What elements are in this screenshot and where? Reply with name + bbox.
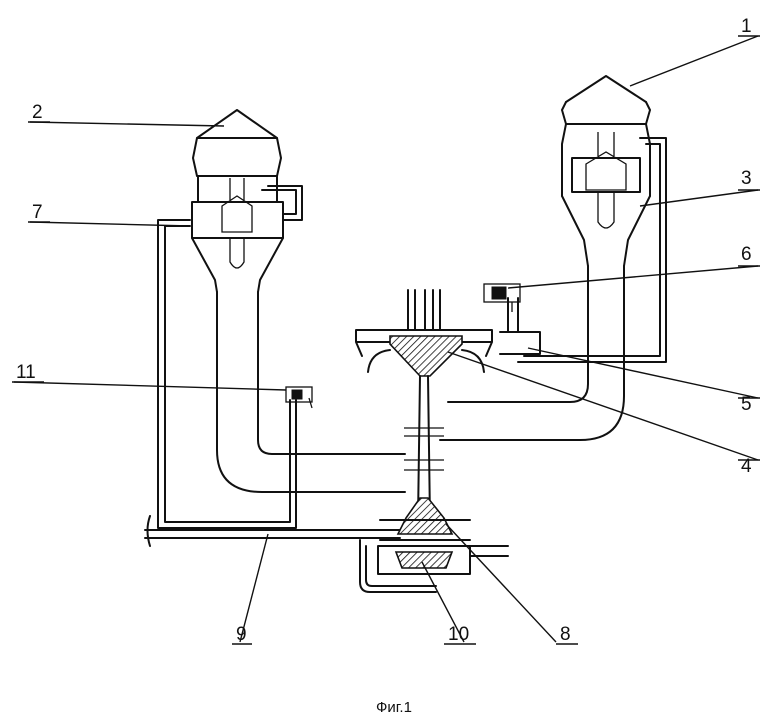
right-hood bbox=[562, 102, 650, 124]
figure-caption: Фиг.1 bbox=[376, 699, 412, 716]
label-9: 9 bbox=[236, 624, 247, 645]
label-4: 4 bbox=[741, 456, 752, 477]
line-9 bbox=[158, 220, 296, 528]
right-roof bbox=[566, 76, 646, 102]
main-pipe-9 bbox=[145, 516, 400, 546]
right-housing bbox=[562, 124, 650, 196]
label-5: 5 bbox=[741, 394, 752, 415]
left-stack bbox=[217, 292, 405, 492]
label-10: 10 bbox=[448, 624, 469, 645]
label-3: 3 bbox=[741, 168, 752, 189]
valve-6 bbox=[484, 284, 520, 312]
left-turbine bbox=[222, 178, 252, 268]
right-turbine bbox=[586, 132, 626, 228]
right-unit bbox=[440, 76, 666, 440]
label-6: 6 bbox=[741, 244, 752, 265]
upper-wheel-4 bbox=[390, 336, 462, 376]
right-bypass-pipe bbox=[518, 138, 666, 362]
left-cone bbox=[192, 238, 283, 292]
label-7: 7 bbox=[32, 202, 43, 223]
right-cone bbox=[562, 196, 650, 266]
label-2: 2 bbox=[32, 102, 43, 123]
left-unit bbox=[145, 110, 405, 546]
left-hood bbox=[193, 138, 281, 176]
label-1: 1 bbox=[741, 16, 752, 37]
label-11: 11 bbox=[16, 362, 36, 383]
label-8: 8 bbox=[560, 624, 571, 645]
left-roof bbox=[197, 110, 277, 138]
lower-wheel-8 bbox=[398, 498, 452, 534]
